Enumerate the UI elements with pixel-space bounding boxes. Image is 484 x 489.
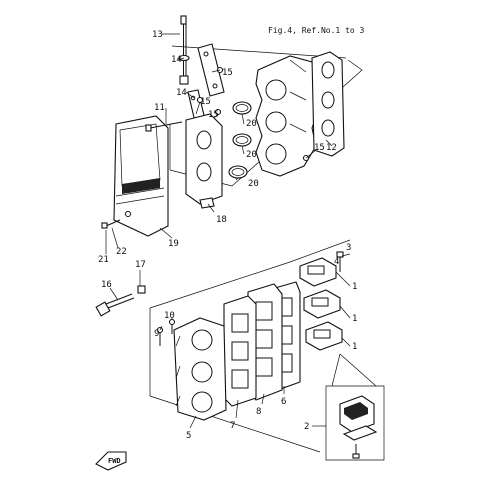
callout-11: 11 <box>154 103 165 113</box>
hose-clip <box>137 285 146 294</box>
o-ring-set <box>228 101 252 179</box>
callout-15c: 15 <box>208 110 219 120</box>
callout-4: 4 <box>334 257 339 267</box>
callout-16: 16 <box>101 280 112 290</box>
reed-valve-gasket-7 <box>223 295 257 407</box>
callout-5: 5 <box>186 431 191 441</box>
intake-manifold <box>255 55 319 177</box>
intake-gasket <box>185 113 223 209</box>
callout-14b: 14 <box>176 88 187 98</box>
callout-8: 8 <box>256 407 261 417</box>
bracket-plate-upper <box>197 43 225 97</box>
callout-12: 12 <box>326 143 337 153</box>
callout-21: 21 <box>98 255 109 265</box>
reed-valve-block-2 <box>303 289 341 319</box>
stud-bolt <box>179 15 189 85</box>
callout-1b: 1 <box>352 314 357 324</box>
leader-lines <box>105 33 351 429</box>
callout-numbers: 13 14 15 14 15 11 15 20 20 20 15 12 18 1… <box>98 30 357 441</box>
intake-silencer <box>113 115 169 237</box>
callout-14a: 14 <box>171 55 182 65</box>
forward-arrow-icon: FWD <box>95 451 127 471</box>
callout-18: 18 <box>216 215 227 225</box>
reed-valve-block-1 <box>299 257 337 287</box>
callout-1c: 1 <box>352 342 357 352</box>
screw-15-set <box>196 66 310 162</box>
callout-3: 3 <box>346 243 351 253</box>
callout-15b: 15 <box>200 97 211 107</box>
callout-22: 22 <box>116 247 127 257</box>
figure-reference: Fig.4, Ref.No.1 to 3 <box>268 26 365 35</box>
callout-2: 2 <box>304 422 309 432</box>
callout-17: 17 <box>135 260 146 270</box>
callout-20c: 20 <box>248 179 259 189</box>
callout-15d: 15 <box>314 143 325 153</box>
forward-arrow-label: FWD <box>108 457 121 465</box>
manifold-flange <box>311 51 345 157</box>
crankcase-cover <box>173 317 227 421</box>
bolt-21 <box>101 219 121 229</box>
callout-6: 6 <box>281 397 286 407</box>
callout-1a: 1 <box>352 282 357 292</box>
callout-15a: 15 <box>222 68 233 78</box>
bolt-11 <box>145 121 183 132</box>
callout-9: 9 <box>154 329 159 339</box>
reed-valve-assembly-box <box>325 353 385 461</box>
callout-20b: 20 <box>246 150 257 160</box>
drain-hose <box>95 293 135 317</box>
reed-valve-block-3 <box>305 321 343 351</box>
callout-19: 19 <box>168 239 179 249</box>
callout-13: 13 <box>152 30 163 40</box>
callout-20a: 20 <box>246 119 257 129</box>
callout-10: 10 <box>164 311 175 321</box>
callout-7: 7 <box>230 421 235 431</box>
